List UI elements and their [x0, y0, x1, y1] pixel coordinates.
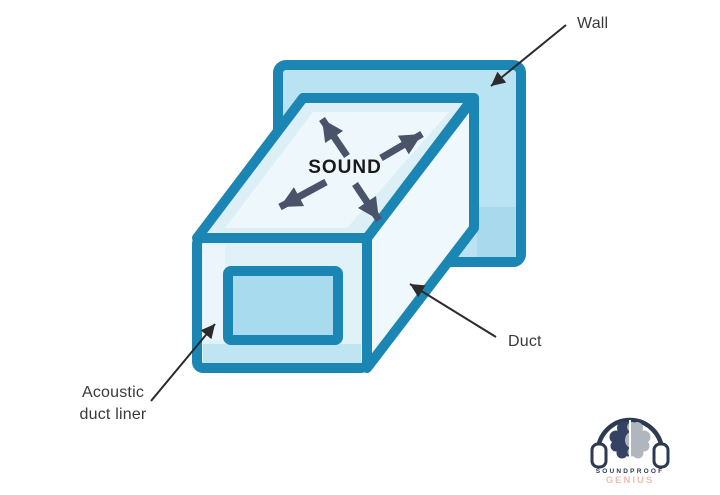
duct-front-face-highlight — [203, 245, 225, 340]
duct-liner-strip — [203, 344, 361, 363]
sound-arrow-down-right-icon — [352, 182, 382, 222]
logo-text-soundproof: SOUNDPROOF — [596, 468, 665, 475]
duct-callout-arrow-icon — [409, 283, 497, 338]
sound-arrow-up-left-icon — [319, 117, 350, 158]
sound-label: SOUND — [308, 157, 382, 178]
sound-arrows — [278, 117, 424, 222]
liner-callout-arrow-icon — [150, 323, 216, 402]
wall-callout-arrow-icon — [490, 24, 567, 87]
label-duct: Duct — [508, 333, 542, 350]
soundproof-genius-logo: SOUNDPROOF GENIUS — [590, 417, 670, 486]
sound-arrow-down-left-icon — [278, 178, 328, 211]
acoustic-duct-liner — [223, 266, 343, 345]
label-acoustic-duct-liner-line1: Acoustic — [81, 384, 145, 401]
label-acoustic-duct-liner-line2: duct liner — [79, 406, 147, 423]
logo-text-genius: GENIUS — [606, 475, 654, 486]
sound-arrow-up-right-icon — [379, 130, 424, 162]
callout-arrows — [150, 24, 567, 402]
label-wall: Wall — [577, 15, 609, 32]
label-acoustic-duct-liner: Acoustic duct liner — [56, 382, 170, 426]
brain-icon — [609, 420, 651, 459]
duct-far-silhouette — [477, 207, 516, 257]
